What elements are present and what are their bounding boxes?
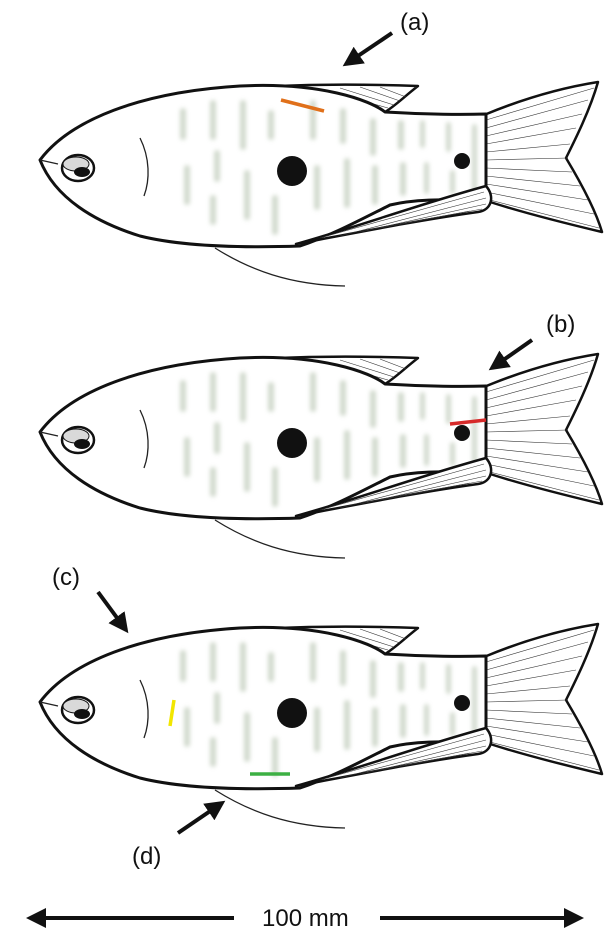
label-c: (c) — [52, 564, 80, 591]
label-b: (b) — [546, 311, 575, 338]
arrow-c — [98, 592, 126, 630]
label-d: (d) — [132, 843, 161, 870]
arrow-b — [492, 340, 532, 368]
scale-bar: 100 mm — [30, 905, 580, 932]
fish-a — [40, 82, 602, 286]
scale-bar-label: 100 mm — [262, 905, 349, 932]
fish-c-d — [40, 624, 602, 828]
arrow-d — [178, 803, 222, 833]
fish-b — [40, 354, 602, 558]
arrow-a — [346, 33, 392, 64]
label-a: (a) — [400, 9, 429, 36]
